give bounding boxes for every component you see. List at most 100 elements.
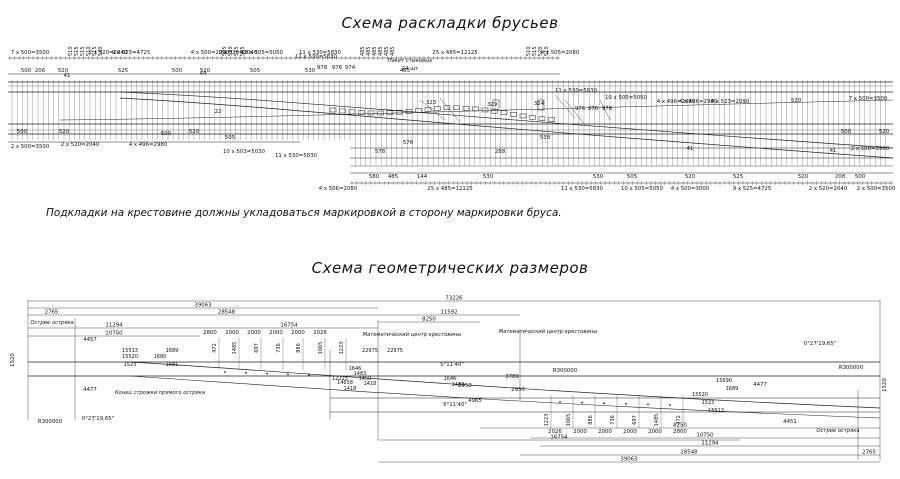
diverging-rail-2 — [129, 375, 881, 419]
bottom-dimension-label: 520 — [685, 174, 696, 180]
ordinate-top: 472 — [212, 343, 218, 353]
geometry-dimension-label-bottom: 16754 — [550, 435, 568, 441]
leader-line — [419, 99, 446, 121]
joints-package-label: Пакет стыковых — [388, 58, 434, 64]
mid-small-label: 22975 — [387, 348, 403, 354]
bottom-left-label: 10 x 503=5030 — [223, 149, 266, 155]
ordinate-point — [559, 401, 561, 403]
right-label: 2 x 500=3500 — [851, 146, 890, 152]
ordinate-point — [266, 372, 268, 375]
mid-small-label: 1418 — [344, 386, 357, 392]
inner-label: 41 — [687, 146, 694, 152]
second-row-label: 530 — [305, 68, 316, 74]
bottom-dimension-label: 505 — [627, 174, 637, 180]
spacing-bottom: 2800 — [673, 429, 687, 435]
top-dimension-label: 4 x 505=2080 — [541, 50, 580, 56]
leader-line — [599, 99, 611, 121]
left-mid-label: 520 — [189, 129, 200, 135]
planing-end-label: Конец строжки прямого остряка — [115, 390, 205, 396]
ordinate-bottom: 1223 — [544, 414, 550, 427]
gauge-right: 1520 — [882, 378, 888, 392]
dim-4451: 4451 — [783, 419, 797, 425]
joint-pad — [434, 106, 441, 111]
inner-label: 44 — [200, 71, 207, 77]
column-label: 510 — [86, 46, 92, 56]
bottom-dimension-label: 4 x 500=3000 — [671, 186, 710, 192]
dim-4477: 4477 — [83, 387, 97, 393]
crossing-center-label-left: Математический центр крестовины — [363, 332, 462, 338]
ordinate-bottom: 886 — [588, 415, 594, 425]
inner-label: 11 x 530=5830 — [555, 88, 598, 94]
joint-pad — [491, 109, 498, 114]
geometry-dimension-label-bottom: 8250 — [673, 423, 687, 429]
spacing-top: 2000 — [269, 330, 283, 336]
switch-angle-right: 0°27'19,65" — [804, 341, 836, 347]
top-dimension-label: 2 x 520=2040 — [219, 50, 258, 56]
top-dimension-label: 9 x 525=4725 — [112, 50, 151, 56]
second-row-label: 206 — [35, 68, 46, 74]
geometry-dimension-label: 73226 — [445, 296, 463, 302]
column-label: 485 — [390, 46, 396, 56]
joint-pad — [519, 113, 527, 119]
dim-3789: 3789 — [505, 374, 519, 380]
bottom-dimension-label: 485 — [388, 174, 398, 180]
joint-pad — [386, 110, 394, 115]
joint-pad — [443, 105, 451, 110]
bottom-dimension-label: 530 — [593, 174, 604, 180]
inner-label: 323 — [426, 100, 436, 106]
top-dimension-label: 2 x 520=2040 — [89, 50, 128, 56]
bottom-dimension-label: 525 — [733, 174, 743, 180]
dim-4477-right: 4477 — [753, 382, 767, 388]
inner-label: 22 — [215, 109, 222, 115]
gauge-left: 1520 — [10, 353, 16, 367]
right-label: 7 x 500=3500 — [849, 96, 888, 102]
ordinate-bottom: 697 — [632, 415, 638, 425]
inner-label: 4 x 496=2980 — [657, 99, 696, 105]
leader-line — [554, 94, 576, 119]
column-label: 515 — [532, 46, 538, 56]
geometry-dimension-label-bottom: 11294 — [701, 441, 719, 447]
joint-pad — [462, 105, 470, 111]
inner-label: 578 — [375, 149, 386, 155]
joint-pad — [377, 110, 384, 116]
diverging-rail-1 — [119, 91, 894, 149]
joint-pad — [424, 107, 432, 112]
ordinate-point — [329, 375, 331, 377]
bottom-dimension-label: 520 — [798, 174, 809, 180]
inner-label: 41 — [830, 148, 837, 154]
top-dimension-label: 10 x 505=5050 — [241, 50, 284, 56]
ordinate-point — [603, 402, 605, 405]
spacing-top: 2000 — [225, 330, 239, 336]
crossing-center-label-right: Математический центр крестовины — [499, 329, 598, 335]
second-row-label: 485 — [400, 68, 410, 74]
mid-small-label: 1418 — [364, 381, 377, 387]
inner-label: 538 — [540, 135, 551, 141]
joint-pad — [367, 110, 375, 116]
top-dimension-label: 11 x 530=5830 — [299, 50, 342, 56]
bottom-dimension-label: 25 x 485=12125 — [427, 186, 472, 192]
bottom-dimension-label: 11 x 530=5830 — [561, 186, 604, 192]
crossing-angle-label: 5°11'40" — [443, 402, 467, 408]
ordinate-point — [647, 403, 649, 406]
ordinate-top: 886 — [296, 343, 302, 353]
second-row-label: 520 — [58, 68, 69, 74]
spacing-bottom: 2000 — [598, 429, 612, 435]
spacing-top: 2026 — [313, 330, 327, 336]
dim-4965: 4965 — [468, 398, 482, 404]
top-dimension-label: 25 x 485=12125 — [432, 50, 477, 56]
spacing-bottom: 2026 — [548, 429, 562, 435]
ordinate-point — [224, 371, 226, 373]
radius-left: R300000 — [38, 419, 63, 425]
leader-line — [439, 97, 461, 123]
ordinate-top: 1485 — [232, 342, 238, 355]
ordinate-bottom: 736 — [610, 415, 616, 425]
radius-right: R300000 — [839, 365, 864, 371]
frog-block — [537, 99, 545, 111]
diverging-rail — [129, 361, 881, 409]
joint-pad — [329, 107, 337, 113]
inner-label: 576 — [403, 140, 414, 146]
ordinate-bottom: 1065 — [566, 414, 572, 427]
spacing-top: 2800 — [203, 330, 217, 336]
ordinate-point — [581, 401, 583, 404]
